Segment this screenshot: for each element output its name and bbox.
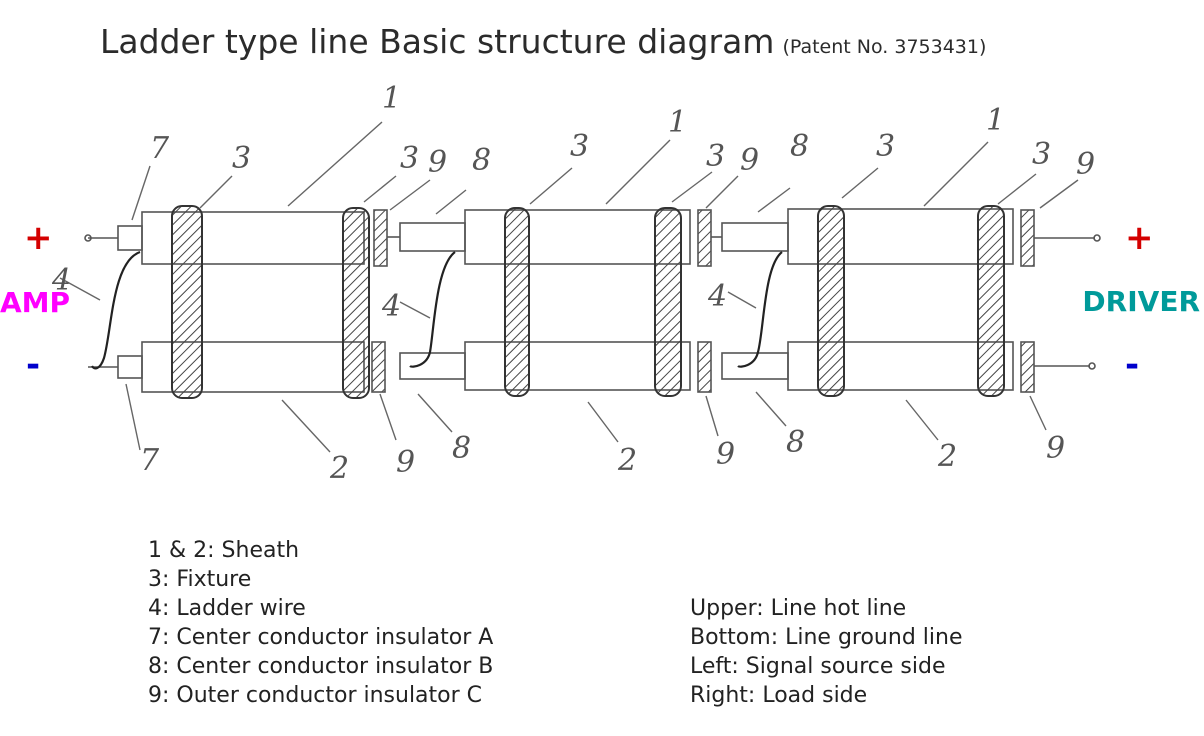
left-plus-sign: + [24,218,53,258]
insulator-b-lower-2 [721,352,789,380]
legend-item: 7: Center conductor insulator A [148,625,494,650]
fixture-3a [817,205,845,397]
legend-item: 9: Outer conductor insulator C [148,683,483,708]
insulator-b-upper-2 [721,222,789,252]
legend-item: 8: Center conductor insulator B [148,654,494,679]
callout-9-e: 9 [716,437,735,472]
callout-9-f: 9 [1046,431,1065,466]
ladder-wire-1 [91,250,141,370]
legend-item: 3: Fixture [148,567,252,592]
callout-3-d: 3 [706,139,725,174]
callout-4-c: 4 [707,279,727,314]
insulator-c-1l [371,341,386,393]
insulator-b-upper-1 [399,222,466,252]
insulator-c-1u [373,209,388,267]
ladder-wire-3 [737,251,783,368]
legend-orientation: Upper: Line hot line Bottom: Line ground… [690,594,962,710]
page-title: Ladder type line Basic structure diagram… [100,22,986,61]
callout-2-b: 2 [617,443,637,478]
insulator-a-upper [117,225,143,251]
callout-9-d: 9 [396,445,415,480]
insulator-c-3u [1020,209,1035,267]
callout-3-c: 3 [570,129,589,164]
patent-number: (Patent No. 3753431) [782,36,987,58]
fixture-2a [504,207,530,397]
callout-3-f: 3 [1032,137,1051,172]
ladder-line-diagram: 7 3 1 3 9 8 3 1 3 9 8 3 1 3 9 4 4 4 7 2 … [51,81,1101,486]
callout-9-c: 9 [1076,147,1095,182]
fixture-1a [171,205,203,399]
callout-7-bottom: 7 [140,443,160,478]
callout-8-b: 8 [790,129,809,164]
fixture-1b [342,207,370,399]
amp-label: AMP [0,286,71,319]
callout-2-a: 2 [329,451,349,486]
callout-1-b: 1 [668,105,687,140]
legend-item: Bottom: Line ground line [690,625,963,650]
callout-4-b: 4 [381,289,401,324]
callout-1-a: 1 [382,81,401,116]
insulator-c-2l [697,341,712,393]
legend-item: Right: Load side [690,683,868,708]
insulator-b-lower-1 [399,352,466,380]
legend-components: 1 & 2: Sheath 3: Fixture 4: Ladder wire … [148,536,493,710]
right-plus-sign: + [1125,218,1154,258]
left-minus-sign: - [26,345,41,385]
callout-8-a: 8 [472,143,491,178]
ladder-wire-2 [409,251,456,368]
right-minus-sign: - [1125,345,1140,385]
insulator-c-3l [1020,341,1035,393]
legend-item: 1 & 2: Sheath [148,538,300,563]
callout-2-c: 2 [937,439,957,474]
callout-9-a: 9 [428,145,447,180]
callout-3-a: 3 [232,141,251,176]
callout-3-e: 3 [876,129,895,164]
title-text: Ladder type line Basic structure diagram [100,22,775,61]
fixture-2b [654,207,682,397]
legend-item: Left: Signal source side [690,654,946,679]
callout-7-top: 7 [150,131,170,166]
callout-8-d: 8 [786,425,805,460]
callout-3-b: 3 [400,141,419,176]
callout-8-c: 8 [452,431,471,466]
callout-4-a: 4 [51,263,71,298]
callout-1-c: 1 [986,103,1005,138]
fixture-3b [977,205,1005,397]
legend-item: Upper: Line hot line [690,596,907,621]
driver-label: DRIVER [1082,285,1200,318]
insulator-a-lower [117,355,143,379]
legend-item: 4: Ladder wire [148,596,306,621]
insulator-c-2u [697,209,712,267]
callout-9-b: 9 [740,143,759,178]
